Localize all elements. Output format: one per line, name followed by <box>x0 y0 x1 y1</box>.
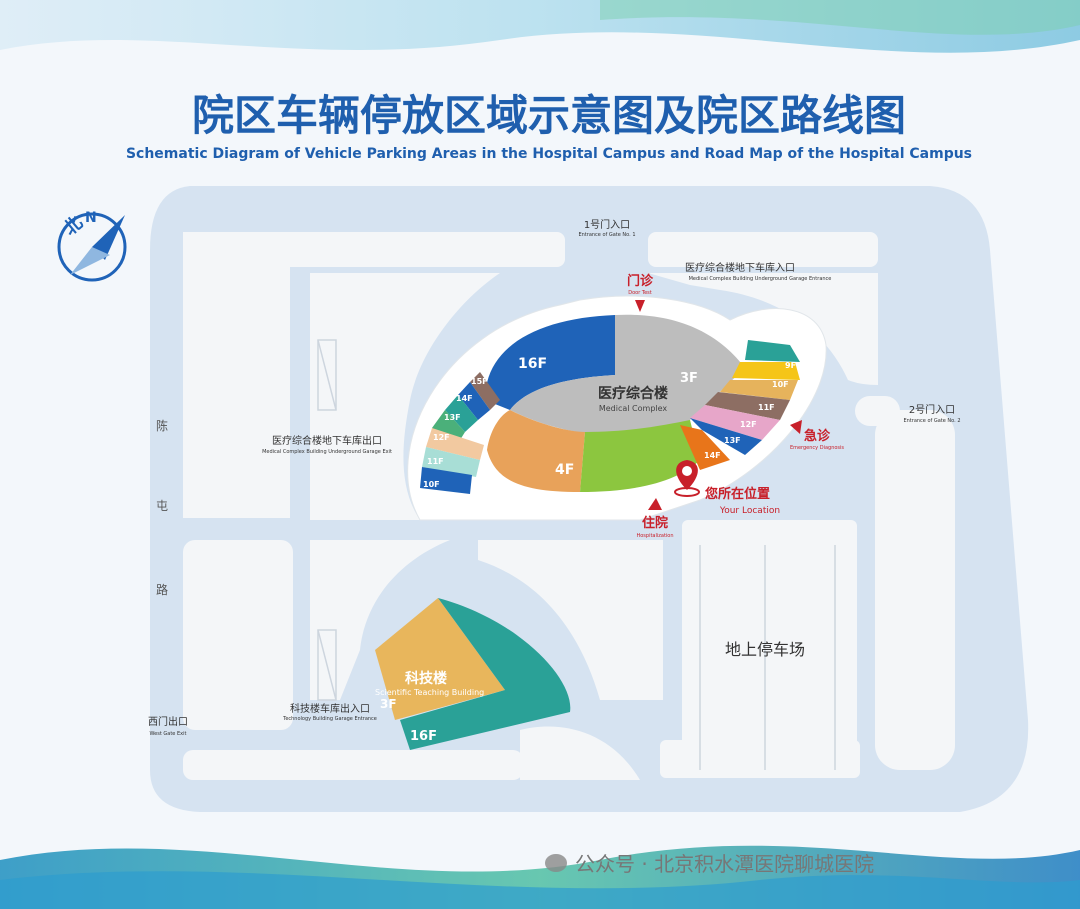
department-markers: 门诊 Door Test 急诊 Emergency Diagnosis 住院 H… <box>627 273 844 539</box>
tech-16f-label: 16F <box>410 729 437 744</box>
mc-garage-entrance-cn: 医疗综合楼地下车库入口 <box>685 261 795 274</box>
map-title-en: Schematic Diagram of Vehicle Parking Are… <box>126 146 972 162</box>
block-3f <box>510 314 745 436</box>
you-are-here-en: Your Location <box>719 506 780 516</box>
west-exit-cn: 西门出口 <box>148 715 188 728</box>
mc-garage-exit-en: Medical Complex Building Underground Gar… <box>262 449 392 455</box>
inpatient-en: Hospitalization <box>636 533 673 539</box>
right-12f: 12F <box>740 420 757 429</box>
right-11f: 11F <box>758 403 775 412</box>
tech-building-name-en: Scientific Teaching Building <box>375 688 484 697</box>
left-14f: 14F <box>456 394 473 403</box>
tech-building: 科技楼 Scientific Teaching Building 3F 16F <box>375 598 571 750</box>
left-13f: 13F <box>444 413 461 422</box>
floor-4f-label: 4F <box>555 462 574 478</box>
gate1-en: Entrance of Gate No. 1 <box>578 232 635 238</box>
gate1-cn: 1号门入口 <box>584 218 630 231</box>
inpatient-arrow-icon <box>648 498 662 510</box>
right-14f: 14F <box>704 451 721 460</box>
west-exit-en: West Gate Exit <box>150 731 187 737</box>
left-10f: 10F <box>423 480 440 489</box>
parking-grid <box>317 339 836 770</box>
right-10f: 10F <box>772 380 789 389</box>
you-are-here-marker: 您所在位置 Your Location <box>674 460 780 516</box>
block-green <box>580 420 700 492</box>
outpatient-cn: 门诊 <box>627 273 654 289</box>
left-15f: 15F <box>471 377 488 386</box>
block-4f <box>487 410 585 492</box>
emergency-en: Emergency Diagnosis <box>790 445 844 451</box>
left-12f: 12F <box>433 433 450 442</box>
watermark: 公众号 · 北京积水潭医院聊城医院 <box>545 852 874 876</box>
map-title-cn: 院区车辆停放区域示意图及院区路线图 <box>192 91 906 140</box>
right-13f: 13F <box>724 436 741 445</box>
block-16f <box>485 315 615 410</box>
road-name-chen-tun: 陈 屯 路 <box>156 418 168 597</box>
gate2-cn: 2号门入口 <box>909 403 955 416</box>
outpatient-arrow-icon <box>635 300 645 312</box>
emergency-arrow-icon <box>790 420 802 434</box>
road-char-2: 屯 <box>156 499 168 513</box>
medical-complex-name-en: Medical Complex <box>599 404 668 413</box>
garage-labels: 医疗综合楼地下车库入口 Medical Complex Building Und… <box>262 261 831 722</box>
medical-complex-building <box>407 295 827 521</box>
road-char-1: 陈 <box>156 418 168 433</box>
mc-garage-exit-cn: 医疗综合楼地下车库出口 <box>272 434 382 447</box>
tech-building-name: 科技楼 <box>405 670 447 687</box>
tech-garage-cn: 科技楼车库出入口 <box>290 702 370 715</box>
compass-en-label: N <box>85 210 97 226</box>
compass: 北 N <box>57 210 127 282</box>
land-blocks <box>183 232 955 780</box>
mc-garage-entrance-en: Medical Complex Building Underground Gar… <box>689 276 832 282</box>
floor-16f-label: 16F <box>518 356 547 372</box>
gate-labels: 1号门入口 Entrance of Gate No. 1 2号门入口 Entra… <box>148 218 961 737</box>
medical-complex-name: 医疗综合楼 <box>598 385 668 402</box>
tech-3f-label: 3F <box>380 697 397 711</box>
inpatient-cn: 住院 <box>642 515 668 531</box>
you-are-here-cn: 您所在位置 <box>705 486 770 502</box>
outpatient-en: Door Test <box>628 290 651 296</box>
surface-parking-label: 地上停车场 <box>725 640 805 659</box>
tech-garage-en: Technology Building Garage Entrance <box>282 716 377 722</box>
road-char-3: 路 <box>156 582 168 597</box>
wechat-icon <box>545 854 567 872</box>
gate2-en: Entrance of Gate No. 2 <box>903 418 960 424</box>
emergency-cn: 急诊 <box>804 428 831 444</box>
right-9f: 9F <box>785 361 796 370</box>
left-11f: 11F <box>427 457 444 466</box>
watermark-text: 公众号 · 北京积水潭医院聊城医院 <box>575 852 874 876</box>
floor-3f-label: 3F <box>680 371 698 386</box>
medical-complex-labels: 16F 3F 医疗综合楼 Medical Complex 4F 15F 14F … <box>423 356 796 489</box>
